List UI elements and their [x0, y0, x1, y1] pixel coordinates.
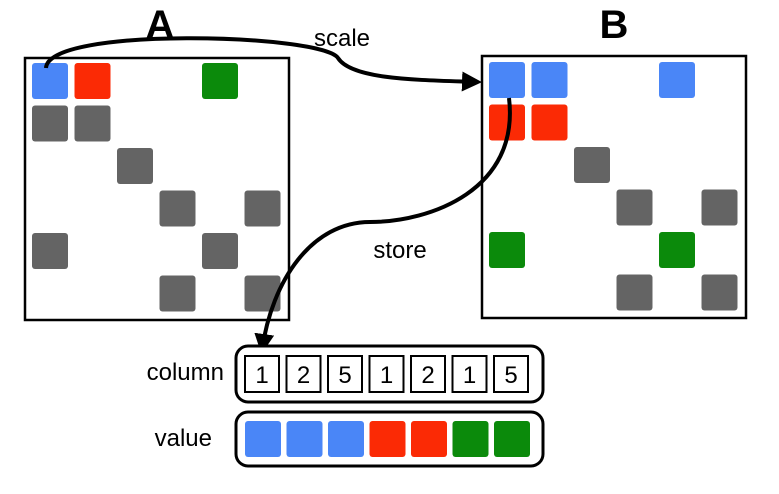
matrix-a-cell-gray — [32, 105, 68, 142]
scale-label: scale — [314, 25, 370, 52]
column-index-box — [327, 355, 363, 393]
matrix-a-cell-green — [202, 63, 238, 99]
column-index-value: 1 — [463, 362, 476, 389]
matrix-b-title: B — [600, 3, 629, 47]
matrix-a-cell-red — [74, 63, 111, 99]
matrix-b-cell-gray — [616, 189, 653, 226]
matrix-b — [480, 54, 748, 320]
column-index-value: 1 — [380, 362, 393, 389]
column-index-box — [451, 355, 488, 393]
store-label: store — [373, 237, 426, 264]
value-cell-blue — [328, 421, 364, 457]
value-label: value — [155, 425, 212, 452]
matrix-a — [23, 56, 291, 322]
matrix-a-cell-gray — [159, 275, 196, 312]
value-array — [245, 421, 530, 457]
value-cell-green — [452, 421, 489, 457]
matrix-b-cell-gray — [701, 274, 738, 311]
column-index-value: 5 — [504, 362, 517, 389]
column-index-value: 2 — [421, 362, 434, 389]
matrix-b-cell-gray — [701, 189, 738, 226]
matrix-b-cell-gray — [616, 274, 653, 311]
matrix-b-cell-green — [489, 232, 525, 268]
matrix-b-cell-gray — [574, 147, 610, 183]
column-index-box — [244, 355, 280, 393]
matrix-a-cell-blue — [32, 63, 68, 99]
matrix-a-cell-gray — [32, 233, 68, 269]
store-arrow — [254, 97, 512, 354]
matrix-a-cell-gray — [117, 148, 153, 184]
column-array: 1 2 5 1 2 1 5 — [244, 355, 529, 393]
matrix-a-cell-gray — [244, 190, 281, 227]
matrix-b-cells — [489, 62, 738, 311]
matrix-b-cell-green — [659, 232, 695, 268]
column-index-value: 1 — [255, 362, 268, 389]
scale-arrow — [44, 36, 482, 92]
value-cell-green — [494, 421, 530, 457]
column-index-value: 2 — [297, 362, 310, 389]
column-index-box — [285, 355, 322, 393]
column-index-box — [493, 355, 529, 393]
matrix-a-cell-gray — [74, 105, 111, 142]
value-cell-red — [369, 421, 406, 457]
value-cell-red — [411, 421, 447, 457]
matrix-b-cell-blue — [531, 62, 568, 98]
matrix-b-cell-blue — [659, 62, 695, 98]
matrix-a-cells — [32, 63, 281, 312]
column-index-box — [410, 355, 446, 393]
column-label: column — [147, 359, 224, 386]
matrix-b-cell-red — [489, 104, 525, 141]
matrix-b-cell-red — [531, 104, 568, 141]
value-cell-blue — [245, 421, 281, 457]
matrix-a-cell-gray — [244, 275, 281, 312]
column-index-value: 5 — [338, 362, 351, 389]
matrix-a-cell-gray — [202, 233, 238, 269]
matrix-b-frame — [480, 54, 748, 320]
matrix-a-frame — [23, 56, 291, 322]
column-index-box — [368, 355, 405, 393]
matrix-a-cell-gray — [159, 190, 196, 227]
matrix-b-cell-blue — [489, 62, 525, 98]
value-cell-blue — [286, 421, 323, 457]
